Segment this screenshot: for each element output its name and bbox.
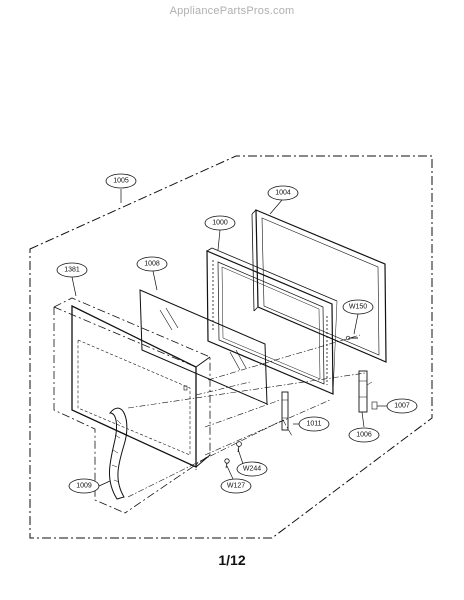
callout-1007: 1007 (394, 403, 410, 410)
door-outer-frame-1004 (251, 209, 387, 363)
callout-w244: W244 (243, 466, 261, 473)
hinge-1006 (358, 370, 373, 413)
assembly-boundary (29, 155, 433, 539)
callout-1005: 1005 (113, 178, 129, 185)
screw-w127 (224, 458, 230, 469)
screw-w244 (236, 441, 242, 453)
callout-1381: 1381 (64, 267, 80, 274)
callout-1006: 1006 (356, 432, 372, 439)
latch-1011 (281, 391, 289, 431)
callout-1009: 1009 (76, 483, 92, 490)
callout-1011: 1011 (306, 421, 321, 428)
callout-1004: 1004 (275, 190, 291, 197)
callout-w127: W127 (227, 483, 245, 490)
door-inner-frame-1000 (206, 247, 338, 395)
callout-w150: W150 (349, 304, 367, 311)
door-handle-1009 (108, 407, 128, 500)
screw-w150 (345, 335, 358, 341)
screw-1007 (371, 401, 378, 410)
glass-panel-1008 (139, 289, 268, 405)
watermark: AppliancePartsPros.com (169, 5, 295, 17)
door-front-panel-1381 (53, 297, 211, 514)
page-number: 1/12 (218, 552, 246, 568)
callout-1000: 1000 (212, 220, 228, 227)
callout-1008: 1008 (144, 261, 160, 268)
